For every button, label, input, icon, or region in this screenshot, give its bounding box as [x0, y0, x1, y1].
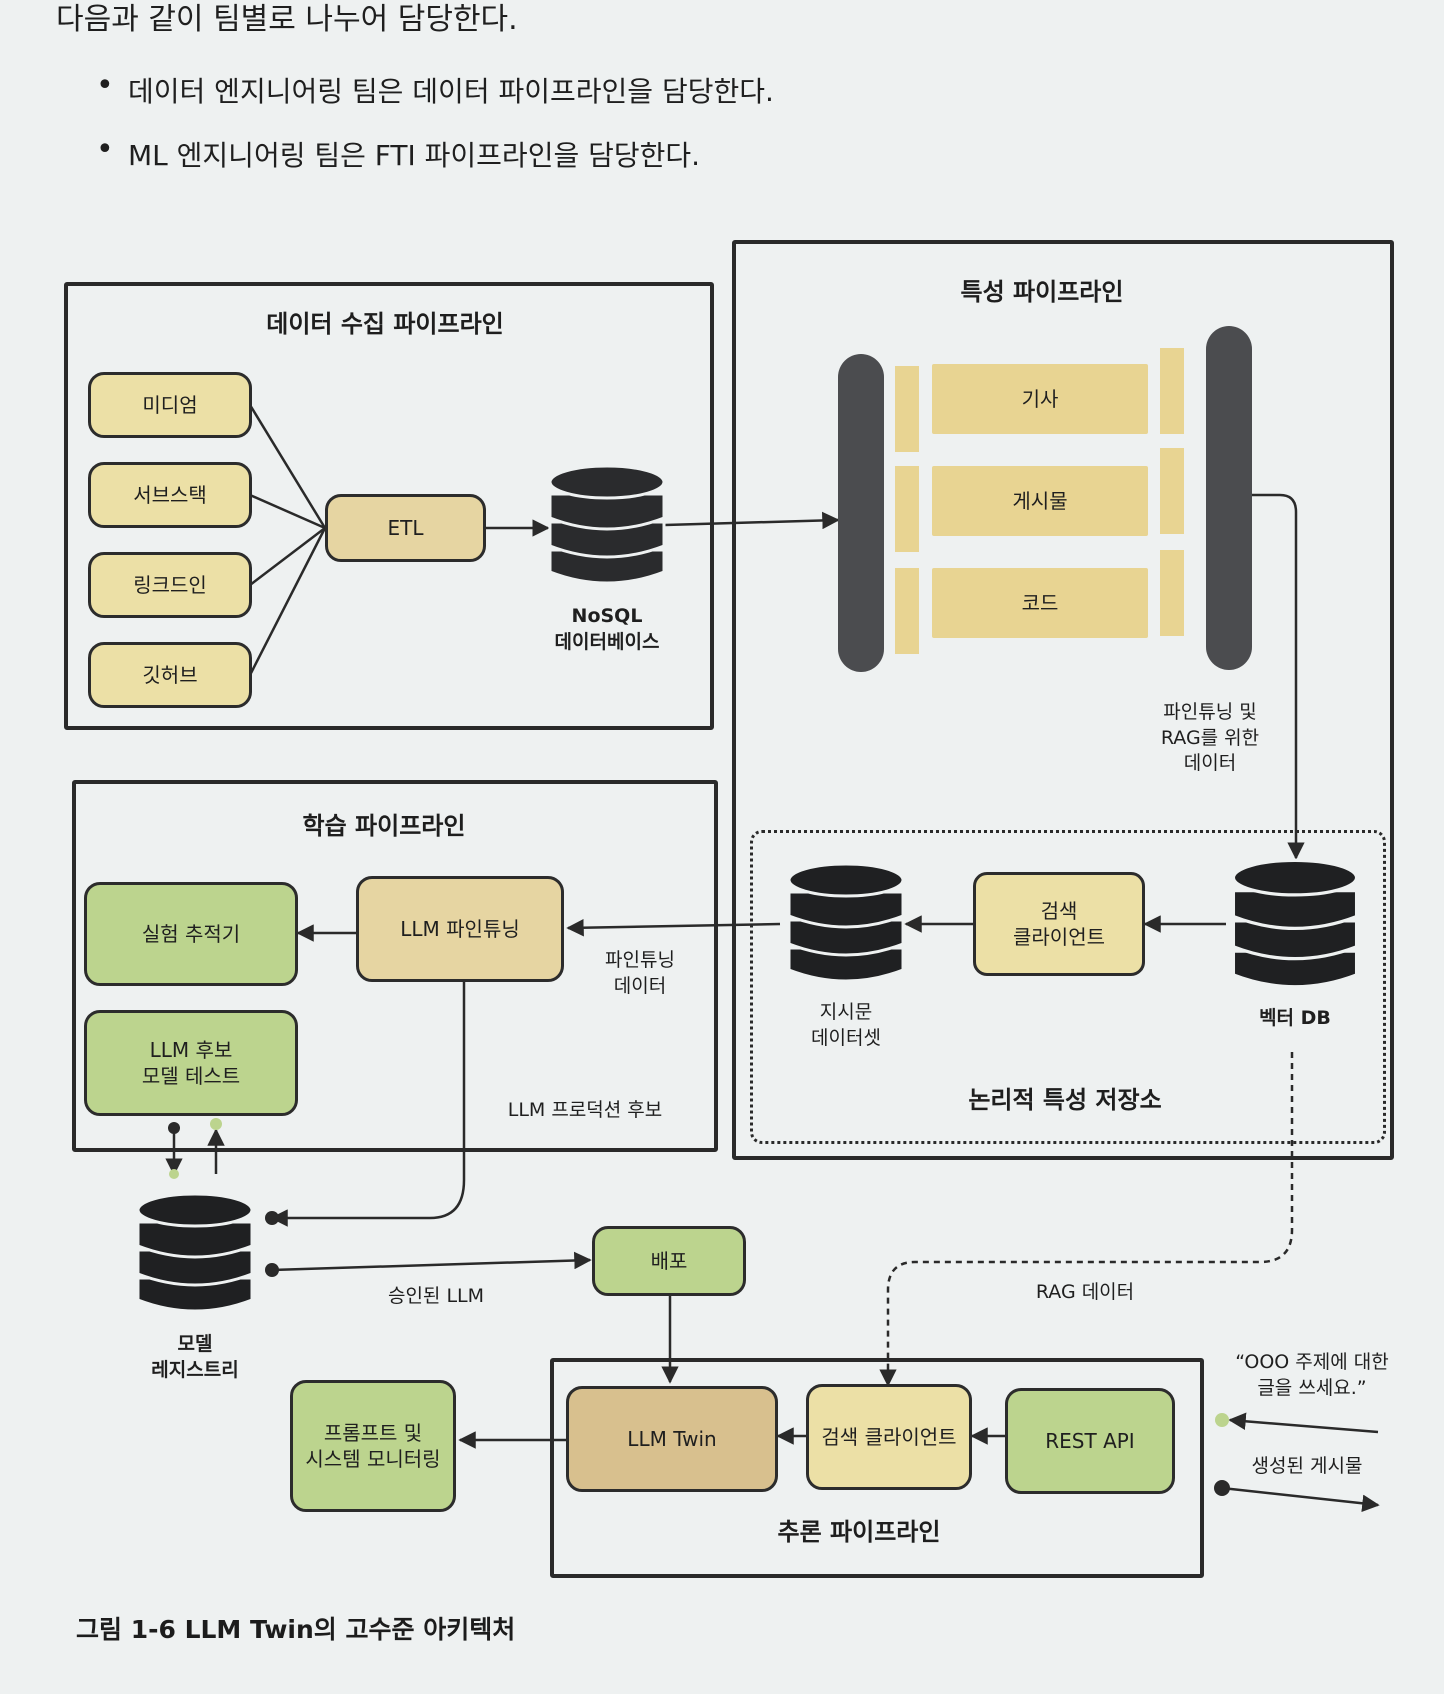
instruction-dataset-icon	[787, 862, 905, 983]
training-pipeline-frame	[72, 780, 718, 1152]
user-prompt-label: “OOO 주제에 대한 글을 쓰세요.”	[1235, 1351, 1389, 1399]
rest-api-node: REST API	[1005, 1388, 1175, 1494]
etl-node: ETL	[325, 494, 486, 562]
source-linkedin: 링크드인	[88, 552, 252, 618]
feature-item-code: 코드	[932, 568, 1148, 638]
instruction-dataset-label: 지시문 데이터셋	[811, 1001, 881, 1049]
rag-data-label: RAG 데이터	[1035, 1281, 1135, 1303]
intro-text: 다음과 같이 팀별로 나누어 담당한다.	[56, 2, 518, 37]
data-collection-title: 데이터 수집 파이프라인	[266, 310, 504, 338]
model-registry-label: 모델 레지스트리	[151, 1333, 239, 1381]
approved-llm-label: 승인된 LLM	[387, 1285, 485, 1307]
bullet-list: 데이터 엔지니어링 팀은 데이터 파이프라인을 담당한다. ML 엔지니어링 팀…	[96, 68, 774, 198]
feature-pipeline-title: 특성 파이프라인	[960, 278, 1124, 306]
bullet-item: 데이터 엔지니어링 팀은 데이터 파이프라인을 담당한다.	[96, 68, 774, 110]
data-collection-frame	[64, 282, 714, 730]
vector-db-icon	[1231, 858, 1359, 989]
feature-left-pillar	[838, 354, 884, 672]
production-candidate-label: LLM 프로덕션 후보	[507, 1099, 663, 1121]
nosql-database-icon	[548, 464, 666, 585]
vector-db-label: 벡터 DB	[1259, 1007, 1331, 1029]
inference-pipeline-title: 추론 파이프라인	[777, 1518, 941, 1546]
nosql-label: NoSQL 데이터베이스	[554, 605, 660, 653]
finetune-rag-data-label: 파인튜닝 및 RAG를 위한 데이터	[1160, 701, 1260, 775]
model-registry-icon	[136, 1192, 254, 1313]
feature-pipeline-frame	[732, 240, 1394, 1160]
experiment-tracker-node: 실험 추적기	[84, 882, 298, 986]
finetune-data-label: 파인튜닝 데이터	[605, 949, 675, 997]
source-github: 깃허브	[88, 642, 252, 708]
llm-twin-node: LLM Twin	[566, 1386, 778, 1492]
feature-item-post: 게시물	[932, 466, 1148, 536]
figure-caption: 그림 1-6 LLM Twin의 고수준 아키텍처	[76, 1615, 516, 1644]
source-medium: 미디엄	[88, 372, 252, 438]
feature-item-article: 기사	[932, 364, 1148, 434]
generated-post-label: 생성된 게시물	[1251, 1455, 1363, 1477]
inference-pipeline-frame	[550, 1358, 1204, 1578]
source-substack: 서브스택	[88, 462, 252, 528]
llm-finetune-node: LLM 파인튜닝	[356, 876, 564, 982]
feature-store-frame	[750, 830, 1386, 1144]
deploy-node: 배포	[592, 1226, 746, 1296]
inference-search-client: 검색 클라이언트	[806, 1384, 972, 1490]
feature-store-title: 논리적 특성 저장소	[968, 1086, 1162, 1114]
training-pipeline-title: 학습 파이프라인	[302, 812, 466, 840]
feature-right-pillar	[1206, 326, 1252, 670]
bullet-item: ML 엔지니어링 팀은 FTI 파이프라인을 담당한다.	[96, 132, 774, 174]
